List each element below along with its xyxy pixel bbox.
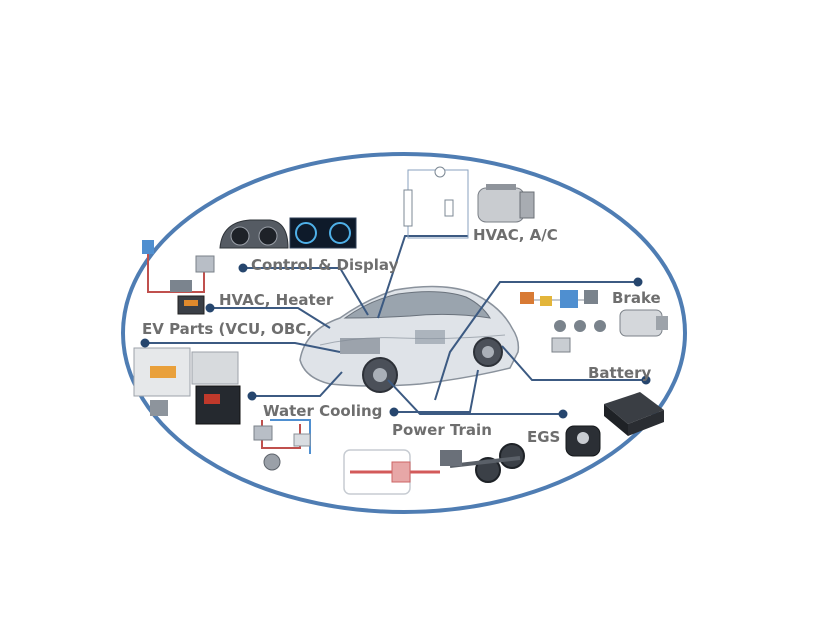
heater-icon [142, 240, 215, 315]
connector-hvac-ac [377, 235, 468, 319]
connector-hvac-heater [210, 307, 331, 329]
brake-system-icon [520, 290, 668, 353]
dot-hvac-heater [205, 303, 215, 313]
connector-ev-parts [145, 342, 341, 353]
label-brake: Brake [612, 289, 661, 307]
dot-power-train [389, 407, 399, 417]
compressor-icon [403, 166, 535, 239]
label-battery: Battery [588, 364, 652, 382]
connector-control-display [243, 267, 369, 316]
connector-battery [501, 345, 646, 381]
connector-egs [387, 379, 563, 415]
dot-egs [558, 409, 568, 419]
dot-battery [641, 375, 651, 385]
label-hvac-ac: HVAC, A/C [473, 226, 558, 244]
connector-dots [140, 263, 651, 419]
car-icon [299, 285, 520, 393]
label-hvac-heater: HVAC, Heater [219, 291, 334, 309]
dot-brake [633, 277, 643, 287]
connector-lines [145, 235, 646, 415]
inverter-icon [133, 347, 241, 425]
connector-brake [434, 281, 638, 401]
drivetrain-icon [343, 443, 525, 495]
connector-water-cooling [252, 371, 343, 397]
battery-icon [604, 392, 664, 436]
outer-ellipse [121, 152, 687, 514]
label-power-train: Power Train [392, 421, 492, 439]
label-ev-parts: EV Parts (VCU, OBC, [142, 320, 312, 338]
dot-water-cooling [247, 391, 257, 401]
dot-control-display [238, 263, 248, 273]
label-control-display: Control & Display [251, 256, 399, 274]
label-water-cooling: Water Cooling [263, 402, 383, 420]
shifter-icon [565, 425, 601, 457]
label-egs: EGS [527, 428, 561, 446]
dashboard-icon [219, 217, 357, 249]
dot-ev-parts [140, 338, 150, 348]
cooling-pump-icon [253, 419, 311, 471]
